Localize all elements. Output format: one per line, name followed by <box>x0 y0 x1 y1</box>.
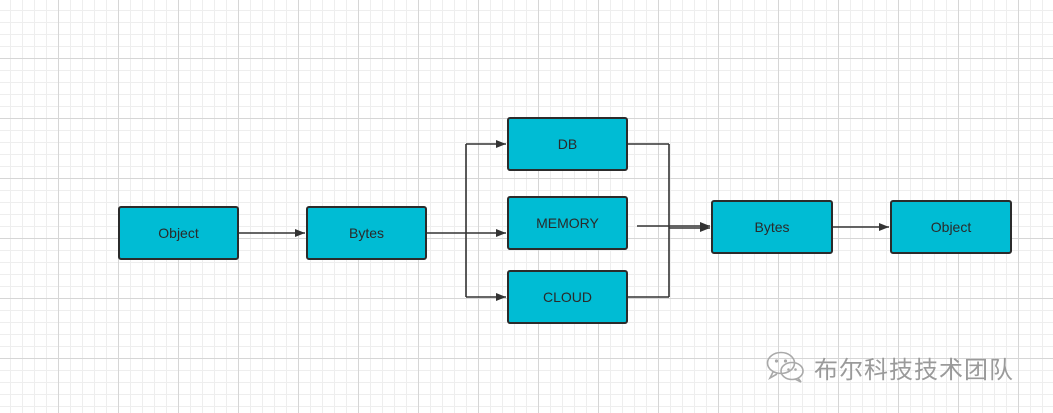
object-result-node[interactable]: Object <box>890 200 1012 254</box>
bytes-restored-node[interactable]: Bytes <box>711 200 833 254</box>
watermark: 布尔科技技术团队 <box>764 350 1014 384</box>
db-storage-node[interactable]: DB <box>507 117 628 171</box>
cloud-storage-node[interactable]: CLOUD <box>507 270 628 324</box>
watermark-text: 布尔科技技术团队 <box>814 355 1014 384</box>
memory-storage-node[interactable]: MEMORY <box>507 196 628 250</box>
bytes-serialized-node[interactable]: Bytes <box>306 206 427 260</box>
wechat-icon <box>766 351 804 383</box>
object-source-node[interactable]: Object <box>118 206 239 260</box>
